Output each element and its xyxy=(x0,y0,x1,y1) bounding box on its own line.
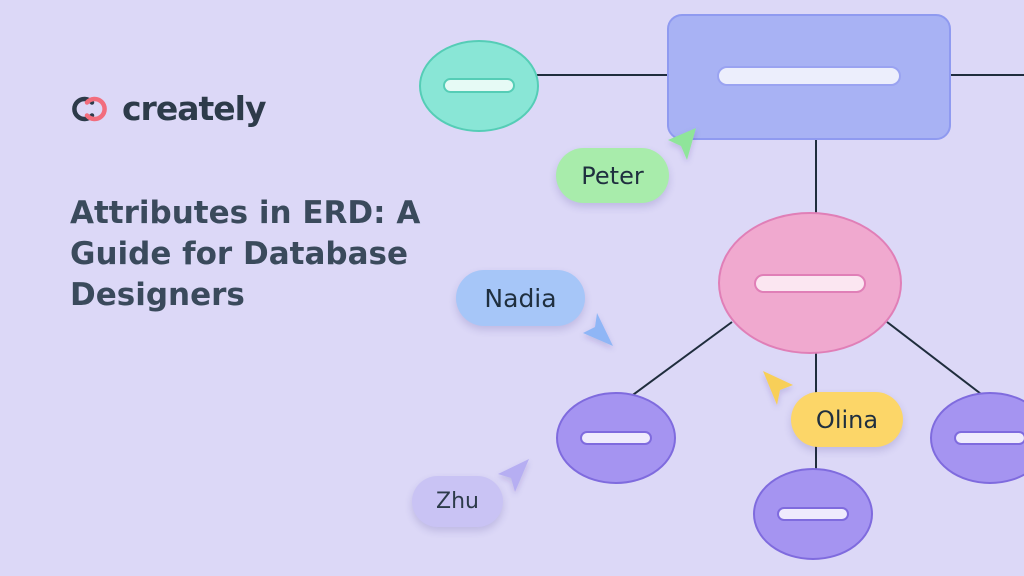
connector-center-to-bottom-right xyxy=(886,321,986,398)
connectors xyxy=(537,74,1024,470)
collaborator-label-zhu: Zhu xyxy=(412,476,503,527)
attribute-node-bottom-middle[interactable] xyxy=(753,468,873,560)
connector-center-to-bottom-left xyxy=(629,321,733,398)
brand-name: creately xyxy=(122,89,266,128)
page-title-line-2: Guide for Database xyxy=(70,236,408,272)
creately-logo[interactable]: creately xyxy=(70,89,266,128)
zhu-cursor-icon xyxy=(498,459,529,492)
collaborator-label-peter: Peter xyxy=(556,148,669,203)
entity-node[interactable] xyxy=(667,14,951,140)
collaborator-label-nadia: Nadia xyxy=(456,270,585,326)
cursors xyxy=(498,128,793,492)
page-title-line-1: Attributes in ERD: A xyxy=(70,195,421,231)
attribute-node-bottom-left[interactable] xyxy=(556,392,676,484)
peter-cursor-icon xyxy=(668,128,696,160)
nadia-cursor-icon xyxy=(583,313,613,346)
attribute-node-bottom-right[interactable] xyxy=(930,392,1024,484)
creately-logo-icon xyxy=(72,96,107,121)
olina-cursor-icon xyxy=(763,371,793,405)
page-title: Attributes in ERD: A Guide for Database … xyxy=(70,193,450,316)
collaborator-label-olina: Olina xyxy=(791,392,903,447)
attribute-node-center[interactable] xyxy=(718,212,902,354)
attribute-node-top-left[interactable] xyxy=(419,40,539,132)
page-title-line-3: Designers xyxy=(70,277,245,313)
